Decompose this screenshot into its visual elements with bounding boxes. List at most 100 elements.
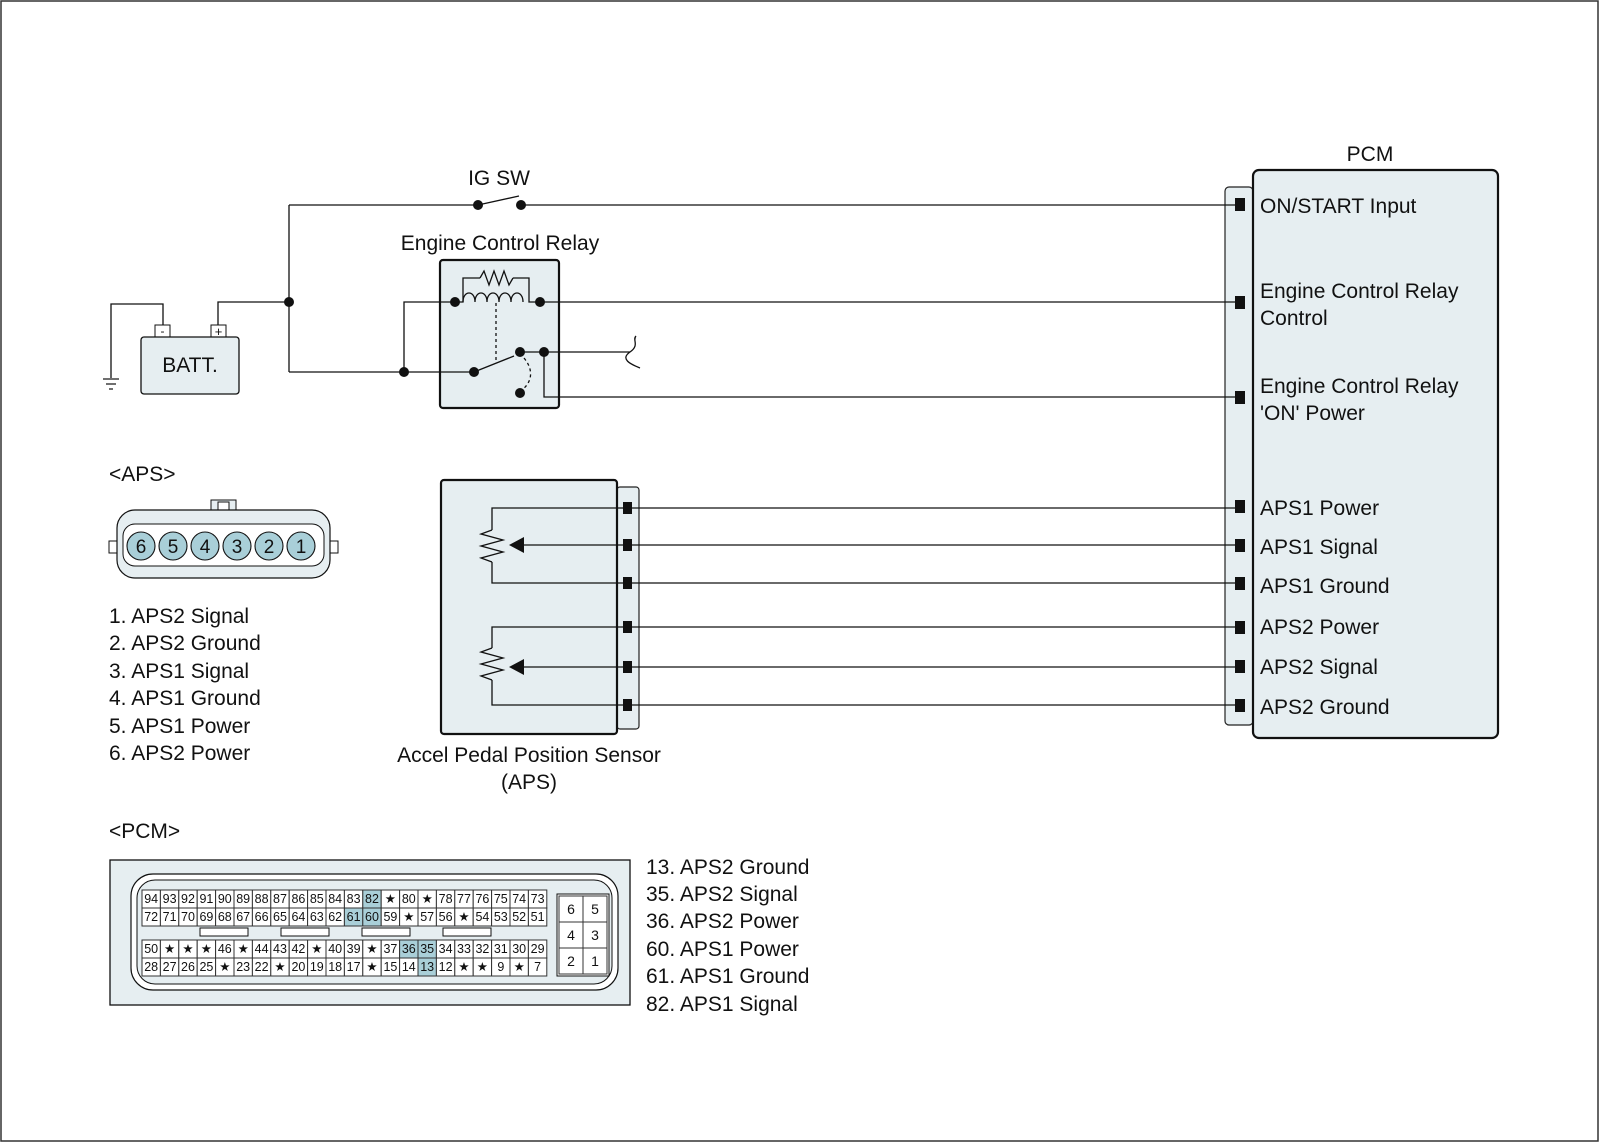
pcm-pin: 22 bbox=[251, 957, 272, 977]
pcm-pin: 42 bbox=[288, 939, 309, 959]
pcm-pin-number: ★ bbox=[458, 960, 469, 974]
pcm-small-pin-number: 2 bbox=[567, 953, 575, 969]
pcm-small-pin: 2 bbox=[558, 947, 584, 975]
aps-terminal bbox=[623, 539, 632, 551]
aps-pin: 4 bbox=[190, 531, 220, 561]
wire-break-symbol bbox=[625, 335, 641, 369]
pcm-legend-item: 82. APS1 Signal bbox=[646, 993, 798, 1016]
pcm-keying-slots bbox=[199, 927, 492, 937]
pcm-pin-number: ★ bbox=[219, 960, 230, 974]
pcm-label-aps2-ground: APS2 Ground bbox=[1260, 696, 1390, 719]
aps-body bbox=[439, 478, 619, 736]
pcm-pin-number: 26 bbox=[181, 960, 195, 974]
pcm-pin: ★ bbox=[399, 907, 419, 927]
pcm-pin-number: 42 bbox=[291, 942, 305, 956]
pcm-legend-item: 35. APS2 Signal bbox=[646, 883, 798, 906]
aps2-wiper-arrow bbox=[509, 659, 524, 675]
aps-sensor: Accel Pedal Position Sensor (APS) bbox=[397, 478, 661, 794]
pcm-pin: 89 bbox=[233, 889, 253, 909]
pcm-pin-number: 92 bbox=[181, 892, 195, 906]
pcm-pin-number: 18 bbox=[328, 960, 342, 974]
pcm-pin-number: 52 bbox=[512, 910, 526, 924]
pcm-pin-number: 77 bbox=[457, 892, 471, 906]
pcm-label-ecr-control-1: Engine Control Relay bbox=[1260, 280, 1459, 303]
pcm-pin: 75 bbox=[491, 889, 511, 909]
pcm-pin-number: 15 bbox=[383, 960, 397, 974]
aps-terminal bbox=[623, 577, 632, 589]
junction-dot bbox=[284, 297, 294, 307]
pcm-pin-number: 19 bbox=[310, 960, 324, 974]
pcm-pin: 33 bbox=[454, 939, 474, 959]
pcm-pin: 88 bbox=[251, 889, 272, 909]
aps-terminal bbox=[623, 502, 632, 514]
pcm-legend-item: 61. APS1 Ground bbox=[646, 965, 809, 988]
pcm-pin: 31 bbox=[491, 939, 511, 959]
aps-legend-item: 1. APS2 Signal bbox=[109, 605, 249, 628]
pcm-pin: 9 bbox=[491, 957, 511, 977]
pcm-pin: 93 bbox=[159, 889, 180, 909]
aps-pin-number: 1 bbox=[296, 537, 307, 558]
pcm-pin: 14 bbox=[399, 957, 419, 977]
pcm-pin: 46 bbox=[215, 939, 235, 959]
battery-body bbox=[140, 336, 240, 395]
pcm-terminal bbox=[1235, 660, 1245, 673]
pcm-pin-number: 67 bbox=[236, 910, 250, 924]
pcm-terminal bbox=[1235, 539, 1245, 552]
pcm-pin: 66 bbox=[251, 907, 272, 927]
pcm-pin-number: 25 bbox=[199, 960, 213, 974]
pcm-pin: ★ bbox=[454, 957, 474, 977]
pcm-pin: 62 bbox=[325, 907, 345, 927]
aps-pin-number: 2 bbox=[264, 537, 275, 558]
pcm-pin-number: 29 bbox=[531, 942, 545, 956]
pcm-pin-legend: 13. APS2 Ground 35. APS2 Signal 36. APS2… bbox=[646, 856, 809, 1016]
pcm-label-aps2-signal: APS2 Signal bbox=[1260, 656, 1378, 679]
pcm-pin: 7 bbox=[527, 957, 548, 977]
aps-sensor-label-1: Accel Pedal Position Sensor bbox=[397, 744, 661, 767]
pcm-pin-number: 56 bbox=[439, 910, 453, 924]
battery: - + BATT. bbox=[103, 303, 240, 395]
aps-terminal bbox=[623, 661, 632, 673]
pcm-pin-number: 35 bbox=[420, 942, 434, 956]
pcm-pin-number: 65 bbox=[273, 910, 287, 924]
pcm-pin-number: 22 bbox=[255, 960, 269, 974]
engine-control-relay: Engine Control Relay bbox=[401, 232, 600, 410]
pcm-pin-number: 73 bbox=[531, 892, 545, 906]
pcm-pin: 28 bbox=[141, 957, 161, 977]
aps-pin: 5 bbox=[158, 531, 188, 561]
pcm-pin: 73 bbox=[527, 889, 548, 909]
pcm-pin-number: 32 bbox=[475, 942, 489, 956]
pcm-pin-number: 87 bbox=[273, 892, 287, 906]
pcm-body bbox=[1251, 168, 1500, 740]
aps-pin: 3 bbox=[222, 531, 252, 561]
pcm-pin: 20 bbox=[288, 957, 309, 977]
pcm-pin-number: 85 bbox=[310, 892, 324, 906]
pcm-pin: 86 bbox=[288, 889, 309, 909]
pcm-small-pin-number: 3 bbox=[591, 927, 599, 943]
aps-legend-item: 6. APS2 Power bbox=[109, 742, 250, 765]
pcm-pin-number: 70 bbox=[181, 910, 195, 924]
ig-sw-label: IG SW bbox=[468, 167, 530, 190]
pcm-pin: 72 bbox=[141, 907, 161, 927]
pcm-terminal bbox=[1235, 198, 1245, 211]
pcm-pin-number: 17 bbox=[347, 960, 361, 974]
pcm-label-aps1-power: APS1 Power bbox=[1260, 497, 1379, 520]
pcm-pin: 44 bbox=[251, 939, 272, 959]
battery-minus-sign: - bbox=[161, 324, 165, 338]
pcm-pin-number: 71 bbox=[163, 910, 177, 924]
pcm-pin-number: 63 bbox=[310, 910, 324, 924]
pcm-pin: ★ bbox=[509, 957, 529, 977]
pcm-pin: 12 bbox=[435, 957, 456, 977]
pcm-small-pin-number: 4 bbox=[567, 927, 575, 943]
pcm-pin-number: 51 bbox=[531, 910, 545, 924]
aps1-potentiometer bbox=[478, 529, 506, 563]
pcm-pin-number: ★ bbox=[182, 942, 193, 956]
aps-pin-legend: 1. APS2 Signal 2. APS2 Ground 3. APS1 Si… bbox=[109, 605, 261, 765]
aps-legend-item: 4. APS1 Ground bbox=[109, 687, 261, 710]
pcm-pin: 36 bbox=[399, 939, 419, 959]
pcm-pin-number: 14 bbox=[402, 960, 416, 974]
pcm-pin: 51 bbox=[527, 907, 548, 927]
pcm-pin-number: 74 bbox=[512, 892, 526, 906]
aps-legend-item: 2. APS2 Ground bbox=[109, 632, 261, 655]
